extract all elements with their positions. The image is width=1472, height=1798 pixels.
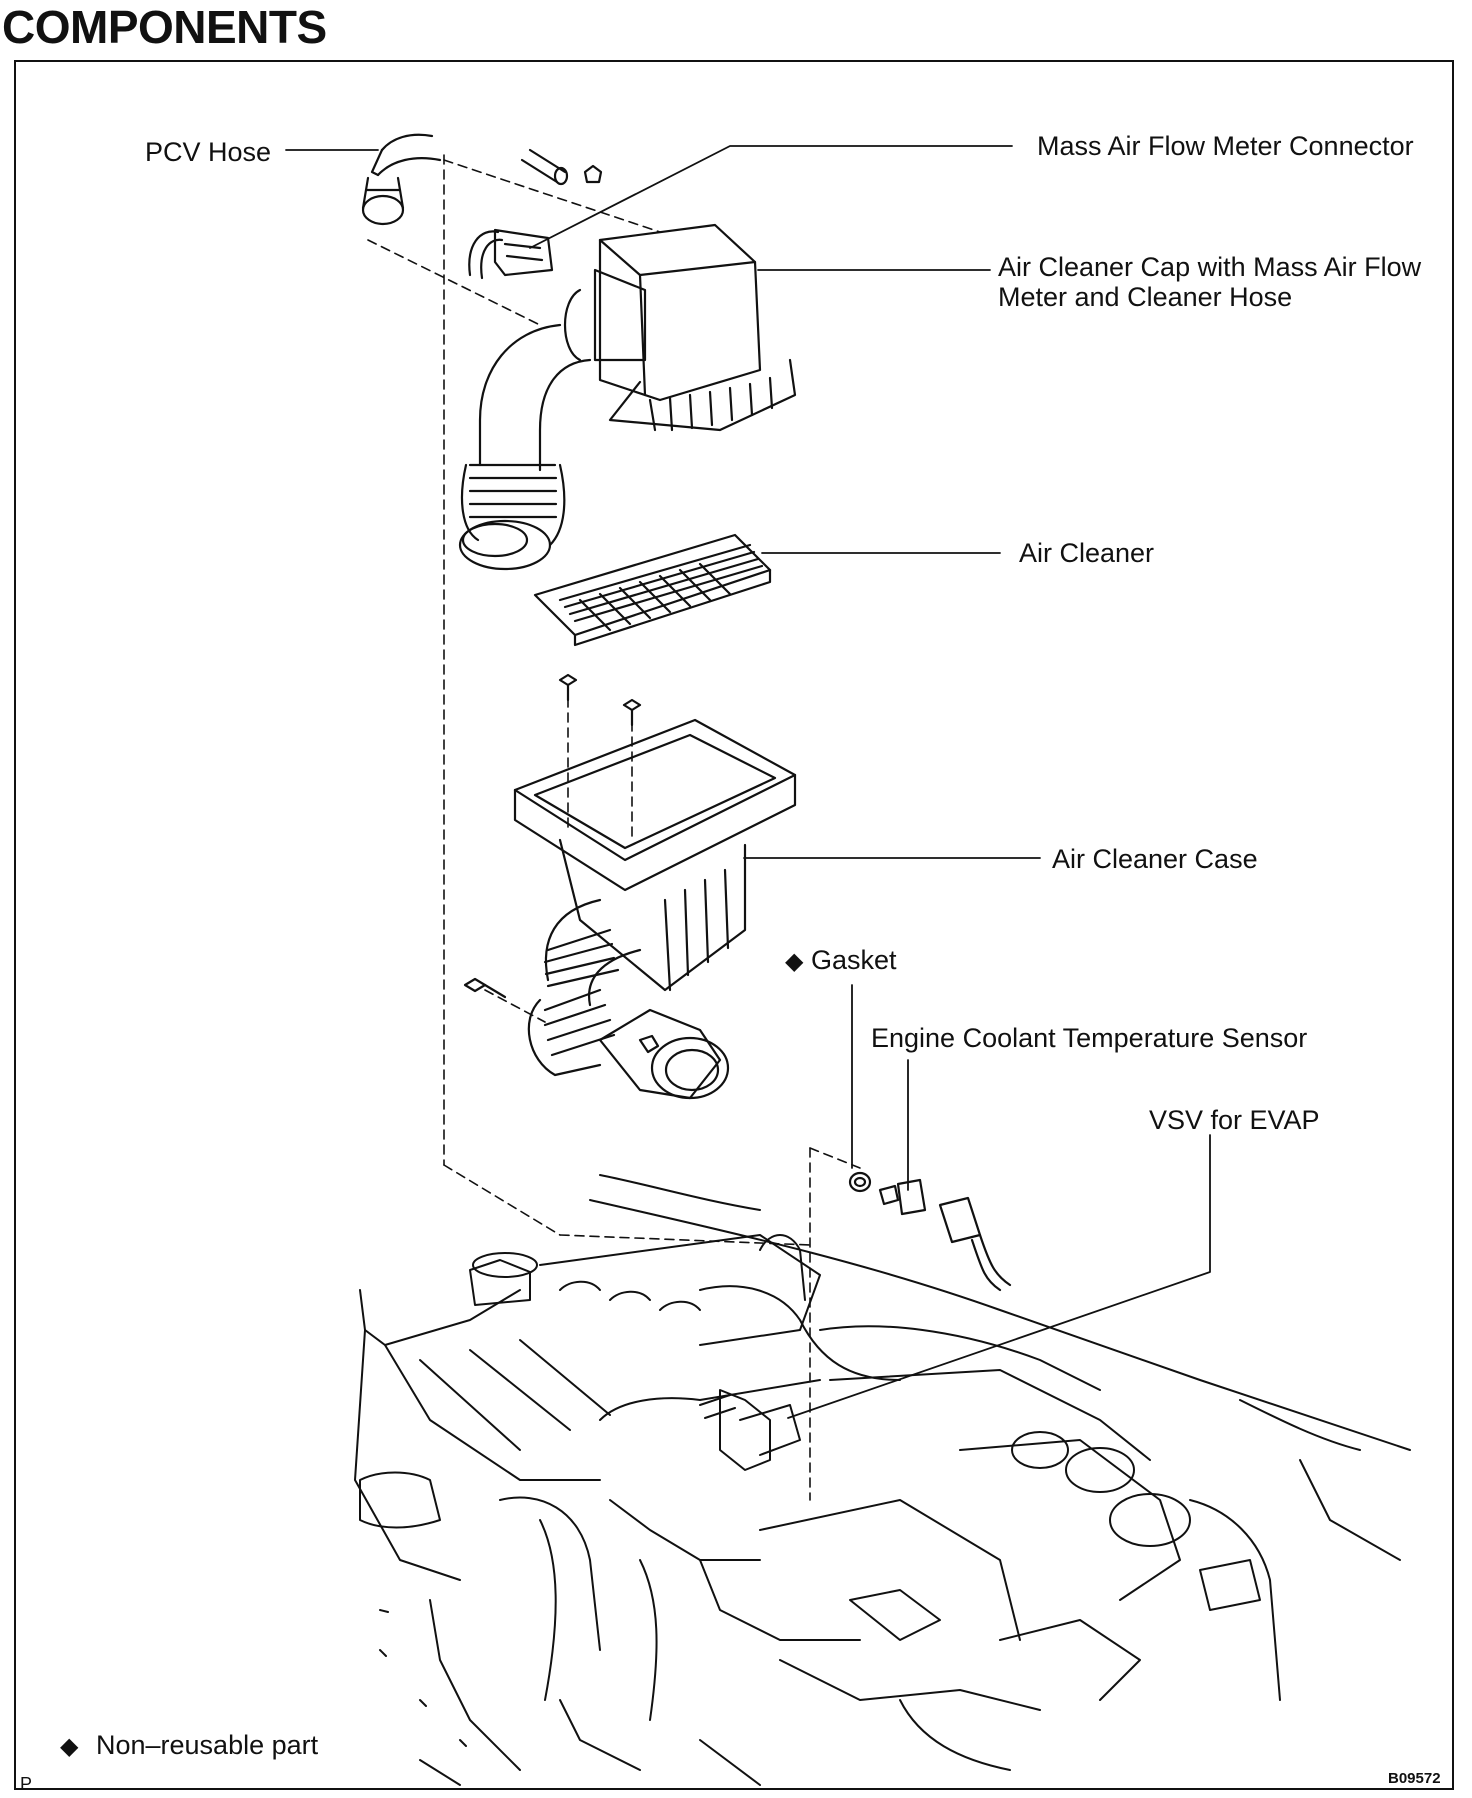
non-reusable-legend: ◆ Non–reusable part [60, 1730, 318, 1762]
label-gasket-group: ◆ Gasket [785, 945, 897, 977]
air-cleaner-case-drawing [513, 718, 797, 1100]
small-tube-drawing [520, 148, 603, 186]
label-air-cleaner-case: Air Cleaner Case [1052, 844, 1258, 874]
figure-code: B09572 [1388, 1770, 1441, 1787]
air-cleaner-filter-drawing [533, 533, 772, 647]
legend-text: Non–reusable part [95, 1730, 319, 1760]
leader-lines [285, 145, 1211, 1419]
pcv-hose-drawing [361, 133, 442, 226]
diagram-frame [14, 60, 1454, 1790]
diamond-icon: ◆ [60, 1733, 79, 1760]
label-air-cleaner: Air Cleaner [1019, 538, 1155, 568]
label-pcv-hose: PCV Hose [145, 137, 272, 167]
dashed-guides [367, 154, 861, 1501]
label-vsv-evap: VSV for EVAP [1149, 1105, 1320, 1135]
engine-assembly-drawing [354, 1174, 1411, 1786]
bolts-drawing [463, 673, 642, 999]
diamond-icon: ◆ [785, 948, 804, 975]
sensor-parts-drawing [848, 1171, 1012, 1292]
maf-connector-drawing [468, 228, 554, 280]
label-air-cleaner-cap: Air Cleaner Cap with Mass Air Flow Meter… [998, 252, 1422, 312]
label-ect-sensor: Engine Coolant Temperature Sensor [871, 1023, 1308, 1053]
page-title: COMPONENTS [2, 1, 327, 53]
label-maf-connector: Mass Air Flow Meter Connector [1037, 131, 1414, 161]
label-gasket: Gasket [810, 945, 897, 975]
air-cleaner-cap-drawing [458, 223, 797, 571]
page-letter: P [20, 1774, 33, 1794]
